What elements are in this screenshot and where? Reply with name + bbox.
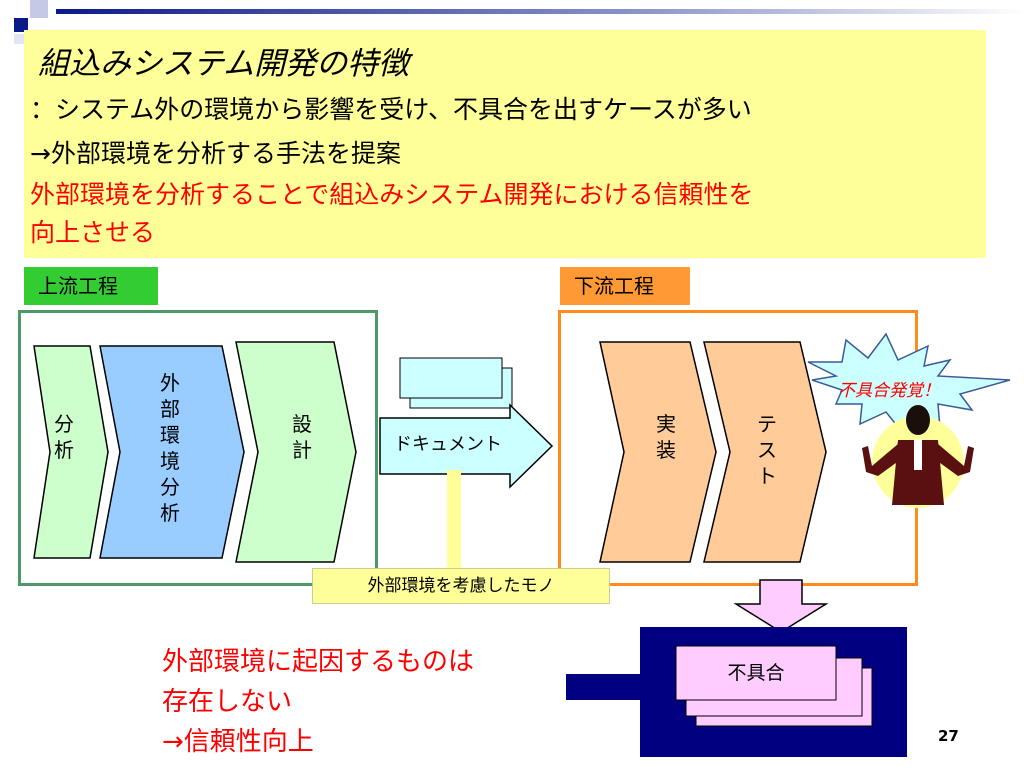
downstream-tag: 下流工程 <box>560 267 690 305</box>
page-number: 27 <box>938 727 959 745</box>
header-square-dark <box>14 18 28 32</box>
defect-found-text: 不具合発覚！ <box>838 381 940 401</box>
step-implementation-label: 実装 <box>656 412 676 462</box>
consider-connector <box>447 470 461 570</box>
chevron-implementation <box>599 341 717 563</box>
step-test-label: テスト <box>757 412 777 488</box>
step-env-analysis-label: 外部環境分析 <box>160 371 180 525</box>
upstream-tag: 上流工程 <box>24 267 158 305</box>
document-label: ドキュメント <box>394 434 502 455</box>
summary-line-2: →外部環境を分析する手法を提案 <box>30 139 401 168</box>
header-rule <box>56 9 1024 14</box>
defect-burst <box>807 332 1011 434</box>
person-icon-body <box>892 440 944 505</box>
person-icon-arm-right <box>936 444 974 476</box>
chevron-test <box>703 341 827 563</box>
header-square-light <box>30 0 48 18</box>
conclusion-line-3: →信頼性向上 <box>162 727 314 757</box>
chevron-design <box>235 341 357 563</box>
consider-label: 外部環境を考慮したモノ <box>312 568 610 604</box>
summary-red-line-2: 向上させる <box>30 218 156 247</box>
defect-box-tab <box>566 674 642 700</box>
chevron-env-analysis <box>99 345 245 559</box>
document-sheet-front <box>399 357 503 399</box>
summary-line-1: ：システム外の環境から影響を受け、不具合を出すケースが多い <box>30 95 752 124</box>
conclusion-line-1: 外部環境に起因するものは <box>162 647 475 677</box>
step-design-label: 設計 <box>292 412 312 462</box>
conclusion-line-2: 存在しない <box>162 687 293 717</box>
conclusion-text: 外部環境に起因するものは 存在しない →信頼性向上 <box>162 642 474 762</box>
header-square-light-2 <box>14 34 24 44</box>
defect-label: 不具合 <box>727 662 785 684</box>
person-icon-arm-left <box>862 444 900 476</box>
summary-box <box>24 30 986 258</box>
person-icon-tie <box>914 440 922 470</box>
chevron-analysis <box>33 345 109 559</box>
step-analysis-label: 分析 <box>54 412 74 462</box>
slide-title: 組込みシステム開発の特徴 <box>38 46 410 82</box>
person-icon-head <box>906 405 930 435</box>
document-arrow <box>379 403 554 489</box>
defect-page-front <box>675 645 837 701</box>
down-arrow <box>733 579 829 633</box>
summary-red-line-1: 外部環境を分析することで組込みシステム開発における信頼性を <box>30 180 754 209</box>
